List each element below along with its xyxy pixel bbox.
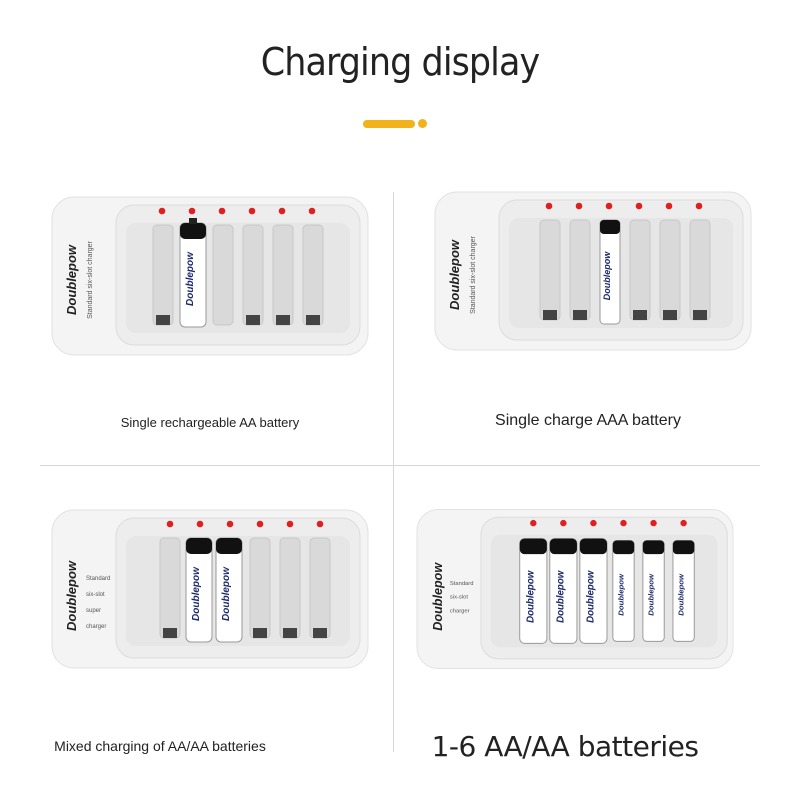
svg-text:charger: charger: [450, 608, 470, 614]
horizontal-divider: [40, 465, 760, 466]
charger-image: Doublepow Doublepow Standard six-slot ch…: [434, 191, 752, 351]
vertical-divider: [393, 192, 394, 752]
svg-text:Standard: Standard: [450, 581, 474, 587]
panel-single-aa: Doublepow Doublepow Standard six-slot ch…: [50, 195, 370, 430]
svg-text:Doublepow: Doublepow: [677, 573, 686, 616]
page-title: Charging display: [260, 40, 540, 84]
svg-text:Doublepow: Doublepow: [525, 569, 536, 623]
svg-text:Doublepow: Doublepow: [585, 569, 596, 623]
svg-text:Doublepow: Doublepow: [431, 562, 445, 631]
panel-caption: Mixed charging of AA/AA batteries: [54, 738, 266, 754]
svg-text:Doublepow: Doublepow: [64, 560, 79, 631]
panel-six-aa: Doublepow Doublepow Doublepow Doublepow …: [415, 505, 735, 763]
svg-text:six-slot: six-slot: [450, 595, 468, 601]
svg-text:Doublepow: Doublepow: [447, 239, 462, 310]
svg-text:Doublepow: Doublepow: [555, 569, 566, 623]
panel-caption: Single charge AAA battery: [495, 412, 681, 429]
title-accent-dot: [418, 119, 427, 128]
svg-text:Standard: Standard: [86, 576, 110, 582]
panel-caption: Single rechargeable AA battery: [120, 415, 300, 430]
svg-text:super: super: [86, 608, 101, 614]
charger-image: Doublepow Doublepow Doublepow Standard si…: [51, 509, 369, 669]
panel-single-aaa: Doublepow Doublepow Standard six-slot ch…: [433, 190, 753, 429]
title-accent-bar: [363, 120, 415, 128]
svg-text:Standard six-slot charger: Standard six-slot charger: [470, 235, 477, 313]
svg-text:Doublepow: Doublepow: [602, 251, 612, 300]
panel-mixed-aa: Doublepow Doublepow Doublepow Standard si…: [50, 508, 370, 754]
svg-text:Doublepow: Doublepow: [185, 251, 196, 306]
svg-text:six-slot: six-slot: [86, 592, 105, 598]
panel-caption: 1-6 AA/AA batteries: [431, 730, 699, 763]
svg-text:Doublepow: Doublepow: [221, 566, 232, 621]
charger-image: Doublepow Doublepow Doublepow Doublepow …: [416, 509, 734, 670]
svg-text:Doublepow: Doublepow: [616, 573, 625, 616]
svg-text:Doublepow: Doublepow: [191, 566, 202, 621]
svg-text:charger: charger: [86, 624, 106, 630]
charger-image: Doublepow Doublepow Standard six-slot ch…: [51, 196, 369, 356]
svg-text:Doublepow: Doublepow: [64, 244, 79, 315]
svg-text:Standard six-slot charger: Standard six-slot charger: [87, 240, 94, 318]
svg-text:Doublepow: Doublepow: [647, 573, 656, 616]
